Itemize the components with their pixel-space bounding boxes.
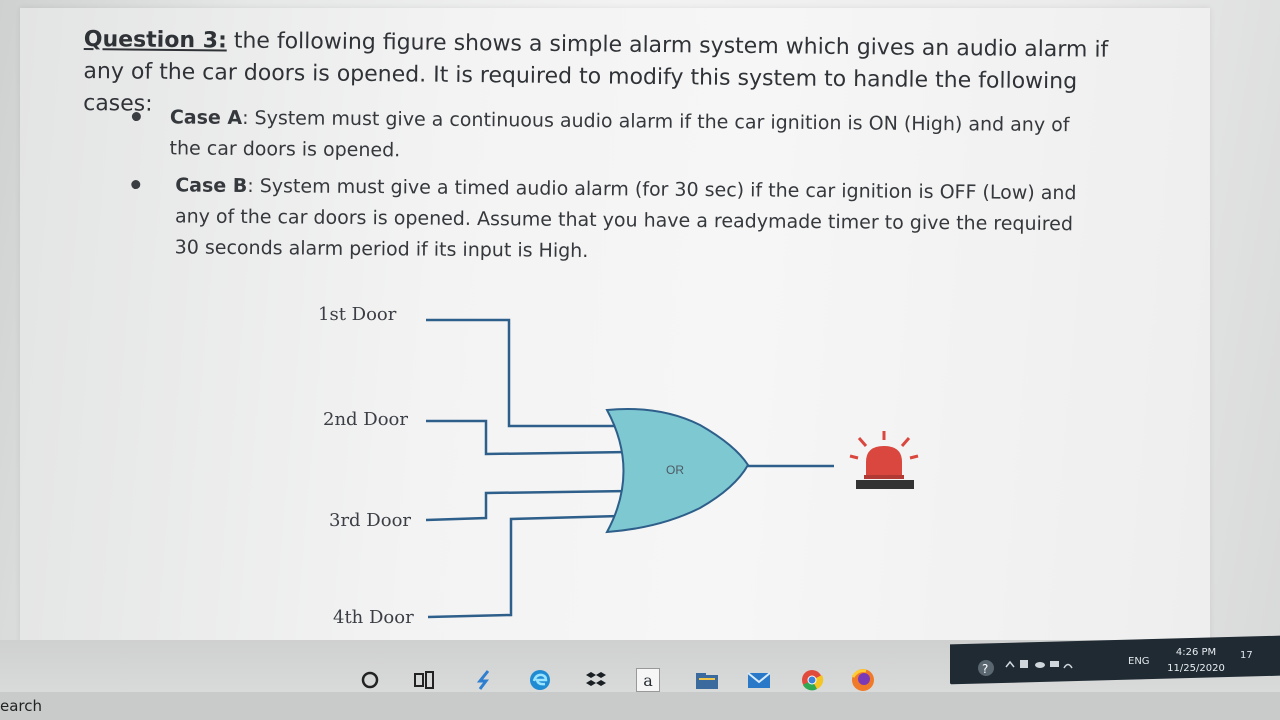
- cortana-icon[interactable]: [358, 668, 382, 692]
- folder-icon[interactable]: [694, 668, 718, 692]
- door-label-4: 4th Door: [333, 607, 414, 628]
- help-icon[interactable]: ?: [976, 658, 996, 678]
- language-indicator[interactable]: ENG: [1128, 656, 1150, 667]
- tray-icons[interactable]: [1004, 656, 1074, 672]
- wire-door-4: [427, 514, 621, 619]
- task-view-icon[interactable]: [412, 668, 436, 692]
- or-gate-label: OR: [666, 463, 684, 477]
- siren-icon: [849, 431, 919, 489]
- monitor-screen: [0, 0, 1280, 690]
- clock-date: 11/25/2020: [1167, 663, 1225, 674]
- system-tray-area: [950, 635, 1280, 685]
- mail-icon[interactable]: [746, 668, 770, 692]
- edge-icon[interactable]: [528, 668, 552, 692]
- app-icon[interactable]: [472, 668, 496, 692]
- amazon-icon[interactable]: a: [636, 668, 660, 692]
- door-label-2: 2nd Door: [323, 409, 408, 430]
- dropbox-icon[interactable]: [584, 668, 608, 692]
- clock-time: 4:26 PM: [1175, 647, 1217, 658]
- search-box-fragment[interactable]: earch: [0, 697, 43, 715]
- wire-door-3: [425, 489, 631, 522]
- or-gate: [605, 408, 750, 534]
- wire-door-1: [426, 318, 620, 428]
- input-wires: [425, 318, 631, 619]
- svg-text:?: ?: [982, 662, 988, 676]
- wire-door-2: [426, 419, 631, 456]
- firefox-icon[interactable]: [850, 668, 874, 692]
- chrome-icon[interactable]: [800, 668, 824, 692]
- door-label-1: 1st Door: [318, 304, 397, 325]
- notification-badge[interactable]: 17: [1240, 650, 1253, 661]
- door-label-3: 3rd Door: [329, 510, 412, 531]
- clock[interactable]: 4:26 PM 11/25/2020: [1164, 645, 1228, 677]
- document-page: [20, 8, 1210, 648]
